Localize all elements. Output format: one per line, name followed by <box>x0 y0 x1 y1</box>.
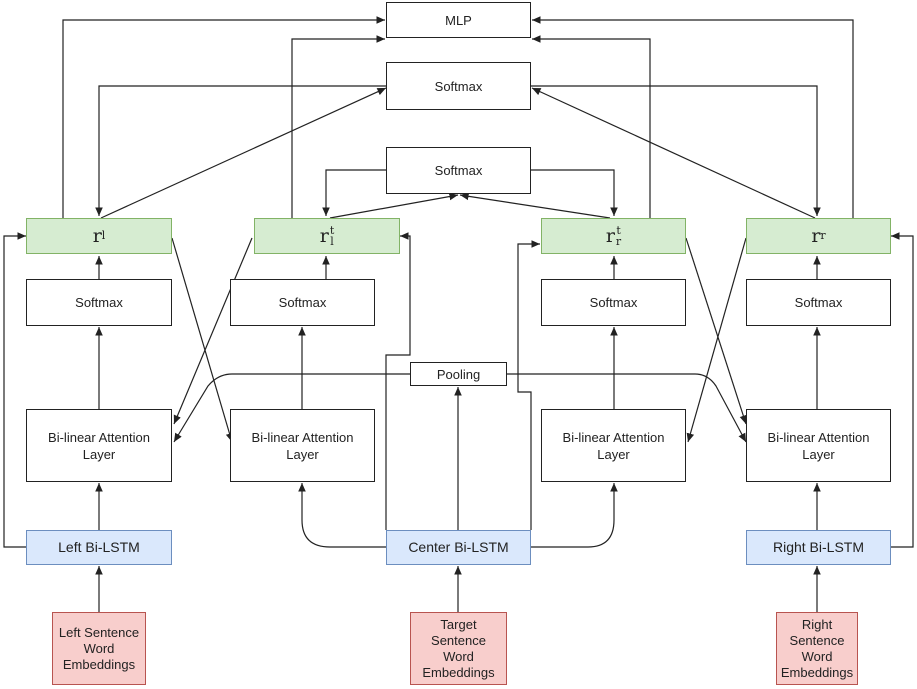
edge-rtl-mlp <box>291 35 385 218</box>
attention-target-left-box: Bi-linear Attention Layer <box>230 409 375 482</box>
mlp-box: MLP <box>386 2 531 38</box>
center-embeddings-label: Target Sentence Word Embeddings <box>422 616 495 680</box>
left-lstm-box: Left Bi-LSTM <box>26 530 172 565</box>
edge-rtr-att4 <box>685 237 748 425</box>
r-right-base: r <box>811 224 821 247</box>
mlp-label: MLP <box>445 12 472 28</box>
softmax-left-label: Softmax <box>75 295 123 310</box>
softmax-target-left-box: Softmax <box>230 279 375 326</box>
edge-softmax-top-rl <box>95 85 386 216</box>
right-embeddings-label: Right Sentence Word Embeddings <box>780 616 854 680</box>
attention-right-box: Bi-linear Attention Layer <box>746 409 891 482</box>
softmax-top-label: Softmax <box>434 78 483 94</box>
center-lstm-label: Center Bi-LSTM <box>408 539 509 555</box>
softmax-target-left-label: Softmax <box>278 295 327 310</box>
edge-softmax-mid-rtl <box>322 169 386 216</box>
left-embeddings-box: Left Sentence Word Embeddings <box>52 612 146 685</box>
center-lstm-box: Center Bi-LSTM <box>386 530 531 565</box>
attention-left-box: Bi-linear Attention Layer <box>26 409 172 482</box>
attention-right-label: Bi-linear Attention Layer <box>767 429 870 462</box>
left-lstm-label: Left Bi-LSTM <box>58 539 140 555</box>
r-tl-sub: l <box>330 235 334 248</box>
edge-center-lstm-att2 <box>298 483 386 548</box>
pooling-label: Pooling <box>436 366 481 382</box>
softmax-target-right-box: Softmax <box>541 279 686 326</box>
right-lstm-label: Right Bi-LSTM <box>772 539 865 555</box>
edge-softmax-top-rr <box>531 85 821 216</box>
edge-rtl-att1 <box>173 237 253 425</box>
edge-pooling-att4 <box>507 373 747 443</box>
softmax-right-label: Softmax <box>794 295 843 310</box>
edge-center-lstm-rtl <box>385 232 411 530</box>
edge-rl-mlp <box>62 16 385 218</box>
edge-center-lstm-att3 <box>531 483 618 548</box>
edge-rtl-softmax-mid <box>329 192 459 219</box>
edge-rr-mlp <box>532 16 854 218</box>
attention-target-left-label: Bi-linear Attention Layer <box>251 429 354 462</box>
edge-rl-softmax-top <box>100 87 387 219</box>
r-left-base: r <box>92 224 102 247</box>
r-tr-sup: t <box>616 224 621 237</box>
softmax-top-box: Softmax <box>386 62 531 110</box>
softmax-target-right-label: Softmax <box>589 295 638 310</box>
softmax-mid-label: Softmax <box>434 163 483 178</box>
r-tr-base: r <box>605 224 615 247</box>
attention-target-right-box: Bi-linear Attention Layer <box>541 409 686 482</box>
edge-softmax-mid-rtr <box>531 169 618 216</box>
attention-target-right-label: Bi-linear Attention Layer <box>562 429 665 462</box>
r-tl-base: r <box>319 224 329 247</box>
r-tl-sup: t <box>329 224 335 237</box>
edge-rr-att3 <box>686 237 747 443</box>
left-embeddings-label: Left Sentence Word Embeddings <box>58 624 140 672</box>
softmax-left-box: Softmax <box>26 279 172 326</box>
edge-left-lstm-rl <box>3 232 26 548</box>
edge-rr-softmax-top <box>531 87 816 219</box>
edge-pooling-att1 <box>173 373 410 443</box>
r-tr-sub: r <box>615 235 622 248</box>
softmax-right-box: Softmax <box>746 279 891 326</box>
softmax-mid-box: Softmax <box>386 147 531 194</box>
edge-rtr-mlp <box>532 35 651 218</box>
center-embeddings-box: Target Sentence Word Embeddings <box>410 612 507 685</box>
right-embeddings-box: Right Sentence Word Embeddings <box>776 612 858 685</box>
attention-left-label: Bi-linear Attention Layer <box>48 429 150 462</box>
edge-rl-att2 <box>171 237 234 443</box>
right-lstm-box: Right Bi-LSTM <box>746 530 891 565</box>
edge-center-lstm-rtr <box>517 240 540 530</box>
pooling-box: Pooling <box>410 362 507 386</box>
edge-rtr-softmax-mid <box>459 192 611 219</box>
edge-right-lstm-rr <box>891 232 914 548</box>
